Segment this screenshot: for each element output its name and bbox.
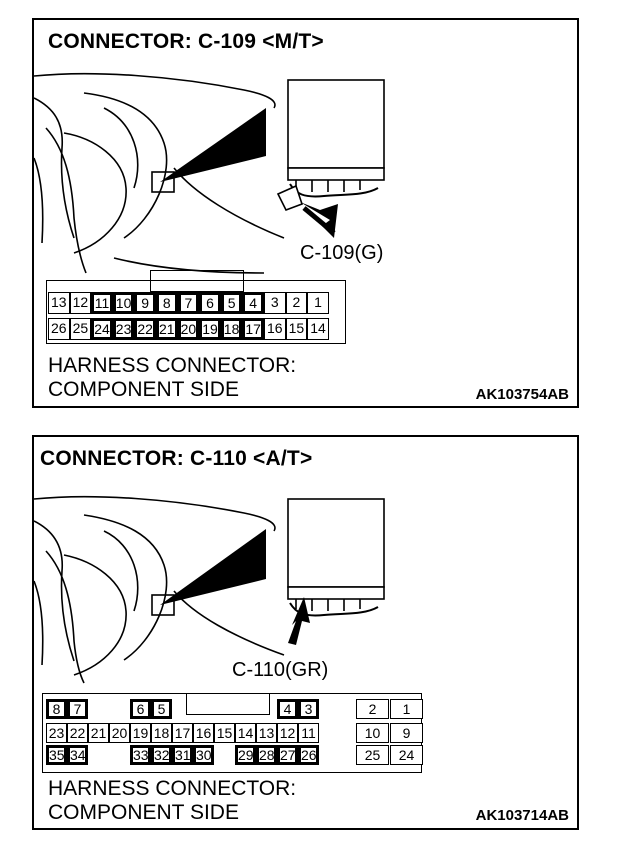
figure-code: AK103754AB <box>475 386 569 403</box>
pin-2: 2 <box>285 292 308 314</box>
pin-5: 5 <box>220 292 243 314</box>
pin-26: 26 <box>48 318 70 340</box>
pin-1: 1 <box>307 292 329 314</box>
caption-line-2: COMPONENT SIDE <box>48 801 239 824</box>
connector-latch <box>150 270 244 292</box>
pin-21: 21 <box>156 318 178 340</box>
pin-10: 10 <box>356 723 389 743</box>
pin-23: 23 <box>46 723 67 743</box>
pin-1: 1 <box>390 699 423 719</box>
pin-18: 18 <box>220 318 243 340</box>
connector-outline <box>46 280 346 344</box>
pin-2: 2 <box>356 699 389 719</box>
pin-20: 20 <box>177 318 200 340</box>
connector-location-icon <box>151 594 175 616</box>
pin-26: 26 <box>298 745 319 765</box>
pin-21: 21 <box>88 723 109 743</box>
pin-28: 28 <box>256 745 277 765</box>
connector-callout-label: C-110(GR) <box>232 659 329 681</box>
pin-17: 17 <box>172 723 193 743</box>
pin-35: 35 <box>46 745 67 765</box>
pointer-wedge <box>160 108 266 182</box>
connector-c109-panel: CONNECTOR: C-109 <M/T> <box>32 18 579 408</box>
connector-housing-icon <box>276 79 385 212</box>
connector-c110-panel: CONNECTOR: C-110 <A/T> <box>32 435 579 830</box>
caption-line-1: HARNESS CONNECTOR: <box>48 777 297 800</box>
pin-22: 22 <box>134 318 156 340</box>
pin-11: 11 <box>298 723 319 743</box>
panel-title: CONNECTOR: C-109 <M/T> <box>48 30 324 53</box>
pin-32: 32 <box>151 745 172 765</box>
pin-8: 8 <box>156 292 178 314</box>
dashboard-illustration <box>34 68 577 278</box>
pin-20: 20 <box>109 723 130 743</box>
pin-14: 14 <box>307 318 329 340</box>
pin-33: 33 <box>130 745 151 765</box>
pin-19: 19 <box>199 318 221 340</box>
pin-15: 15 <box>285 318 308 340</box>
pin-3: 3 <box>264 292 286 314</box>
pin-3: 3 <box>298 699 319 719</box>
pin-34: 34 <box>67 745 88 765</box>
pin-7: 7 <box>177 292 200 314</box>
pin-30: 30 <box>193 745 214 765</box>
pin-24: 24 <box>390 745 423 765</box>
pin-29: 29 <box>235 745 256 765</box>
pin-16: 16 <box>264 318 286 340</box>
connector-location-icon <box>151 171 175 193</box>
pin-12: 12 <box>69 292 92 314</box>
pin-11: 11 <box>91 292 113 314</box>
pin-12: 12 <box>277 723 298 743</box>
caption: HARNESS CONNECTOR: COMPONENT SIDE <box>48 354 296 402</box>
pin-9: 9 <box>134 292 156 314</box>
pin-6: 6 <box>130 699 151 719</box>
pin-25: 25 <box>356 745 389 765</box>
pin-8: 8 <box>46 699 67 719</box>
pin-7: 7 <box>67 699 88 719</box>
caption: HARNESS CONNECTOR: COMPONENT SIDE <box>48 777 296 825</box>
pin-22: 22 <box>67 723 88 743</box>
pin-5: 5 <box>151 699 172 719</box>
pin-13: 13 <box>256 723 277 743</box>
pin-10: 10 <box>112 292 135 314</box>
pin-27: 27 <box>277 745 298 765</box>
pin-25: 25 <box>69 318 92 340</box>
pin-14: 14 <box>235 723 256 743</box>
caption-line-1: HARNESS CONNECTOR: <box>48 354 297 377</box>
pin-4: 4 <box>242 292 264 314</box>
dashboard-illustration <box>34 485 577 685</box>
pin-17: 17 <box>242 318 264 340</box>
connector-housing-icon <box>287 498 385 617</box>
pin-16: 16 <box>193 723 214 743</box>
pin-18: 18 <box>151 723 172 743</box>
pin-6: 6 <box>199 292 221 314</box>
pin-24: 24 <box>91 318 113 340</box>
pin-4: 4 <box>277 699 298 719</box>
pin-23: 23 <box>112 318 135 340</box>
arrow-icon <box>288 597 310 645</box>
pin-13: 13 <box>48 292 70 314</box>
connector-callout-label: C-109(G) <box>300 242 384 264</box>
panel-title: CONNECTOR: C-110 <A/T> <box>40 447 313 470</box>
pin-19: 19 <box>130 723 151 743</box>
pin-31: 31 <box>172 745 193 765</box>
pin-9: 9 <box>390 723 423 743</box>
caption-line-2: COMPONENT SIDE <box>48 378 239 401</box>
figure-code: AK103714AB <box>475 807 569 824</box>
pointer-wedge <box>160 529 266 605</box>
pin-15: 15 <box>214 723 235 743</box>
